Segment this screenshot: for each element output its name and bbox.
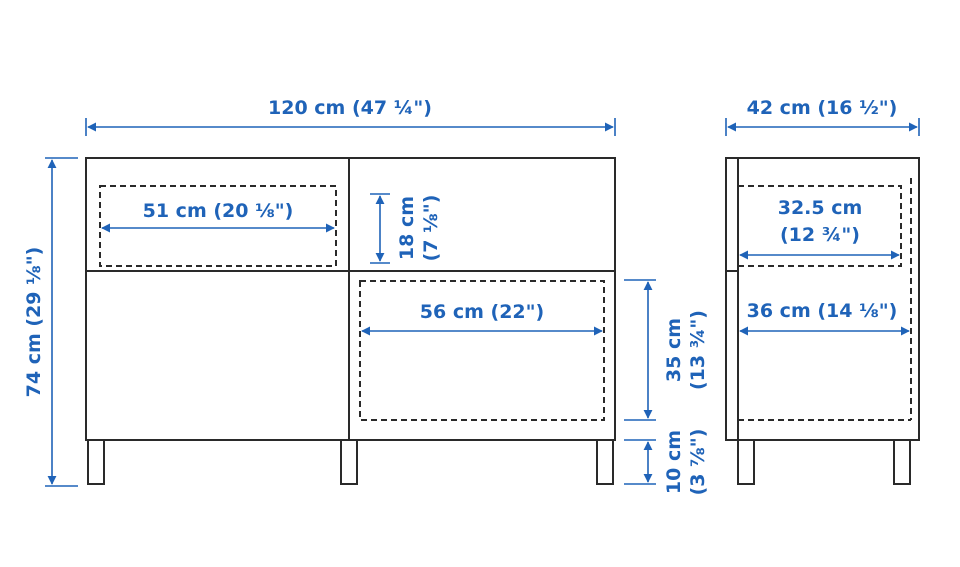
inner-depth-label: 36 cm (14 ⅛") bbox=[747, 300, 898, 322]
side-depth-dimension: 42 cm (16 ½") bbox=[725, 97, 920, 136]
compartment-interior-dashed bbox=[359, 280, 605, 421]
compartment-width-dimension: 56 cm (22") bbox=[361, 301, 603, 336]
compartment-height-dimension: 35 cm (13 ¾") bbox=[624, 279, 709, 421]
front-leg-right bbox=[596, 439, 614, 485]
drawer-height-label-line1: 18 cm bbox=[396, 196, 418, 260]
drawer-interior-dashed bbox=[99, 185, 337, 267]
drawer-width-dimension: 51 cm (20 ⅛") bbox=[101, 200, 335, 233]
side-drawer-dashed bbox=[737, 185, 902, 267]
drawer-depth-label-line1: 32.5 cm bbox=[778, 197, 863, 219]
compartment-width-label: 56 cm (22") bbox=[420, 301, 544, 323]
leg-height-dimension: 10 cm (3 ⅞") bbox=[624, 429, 709, 496]
front-width-dimension: 120 cm (47 ¼") bbox=[85, 97, 616, 136]
front-leg-left bbox=[87, 439, 105, 485]
side-leg-front bbox=[737, 439, 755, 485]
drawer-height-label-line2: (7 ⅛") bbox=[420, 195, 442, 262]
front-height-dimension: 74 cm (29 ⅛") bbox=[23, 157, 78, 487]
front-width-label: 120 cm (47 ¼") bbox=[268, 97, 432, 119]
side-view bbox=[725, 157, 920, 485]
drawer-height-dimension: 18 cm (7 ⅛") bbox=[370, 193, 442, 264]
front-height-label: 74 cm (29 ⅛") bbox=[23, 247, 45, 398]
compartment-height-label-line2: (13 ¾") bbox=[687, 310, 709, 390]
leg-height-label-line1: 10 cm bbox=[663, 430, 685, 494]
cabinet-front-outline bbox=[85, 157, 616, 441]
inner-depth-dimension: 36 cm (14 ⅛") bbox=[739, 300, 910, 336]
front-leg-middle bbox=[340, 439, 358, 485]
leg-height-label-line2: (3 ⅞") bbox=[687, 429, 709, 496]
drawer-width-label: 51 cm (20 ⅛") bbox=[143, 200, 294, 222]
side-leg-back bbox=[893, 439, 911, 485]
front-view bbox=[85, 157, 616, 485]
side-depth-label: 42 cm (16 ½") bbox=[747, 97, 898, 119]
cabinet-side-outline bbox=[725, 157, 920, 441]
drawer-depth-label-line2: (12 ¾") bbox=[780, 224, 860, 246]
compartment-height-label-line1: 35 cm bbox=[663, 318, 685, 382]
drawer-depth-dimension: 32.5 cm (12 ¾") bbox=[739, 197, 900, 260]
